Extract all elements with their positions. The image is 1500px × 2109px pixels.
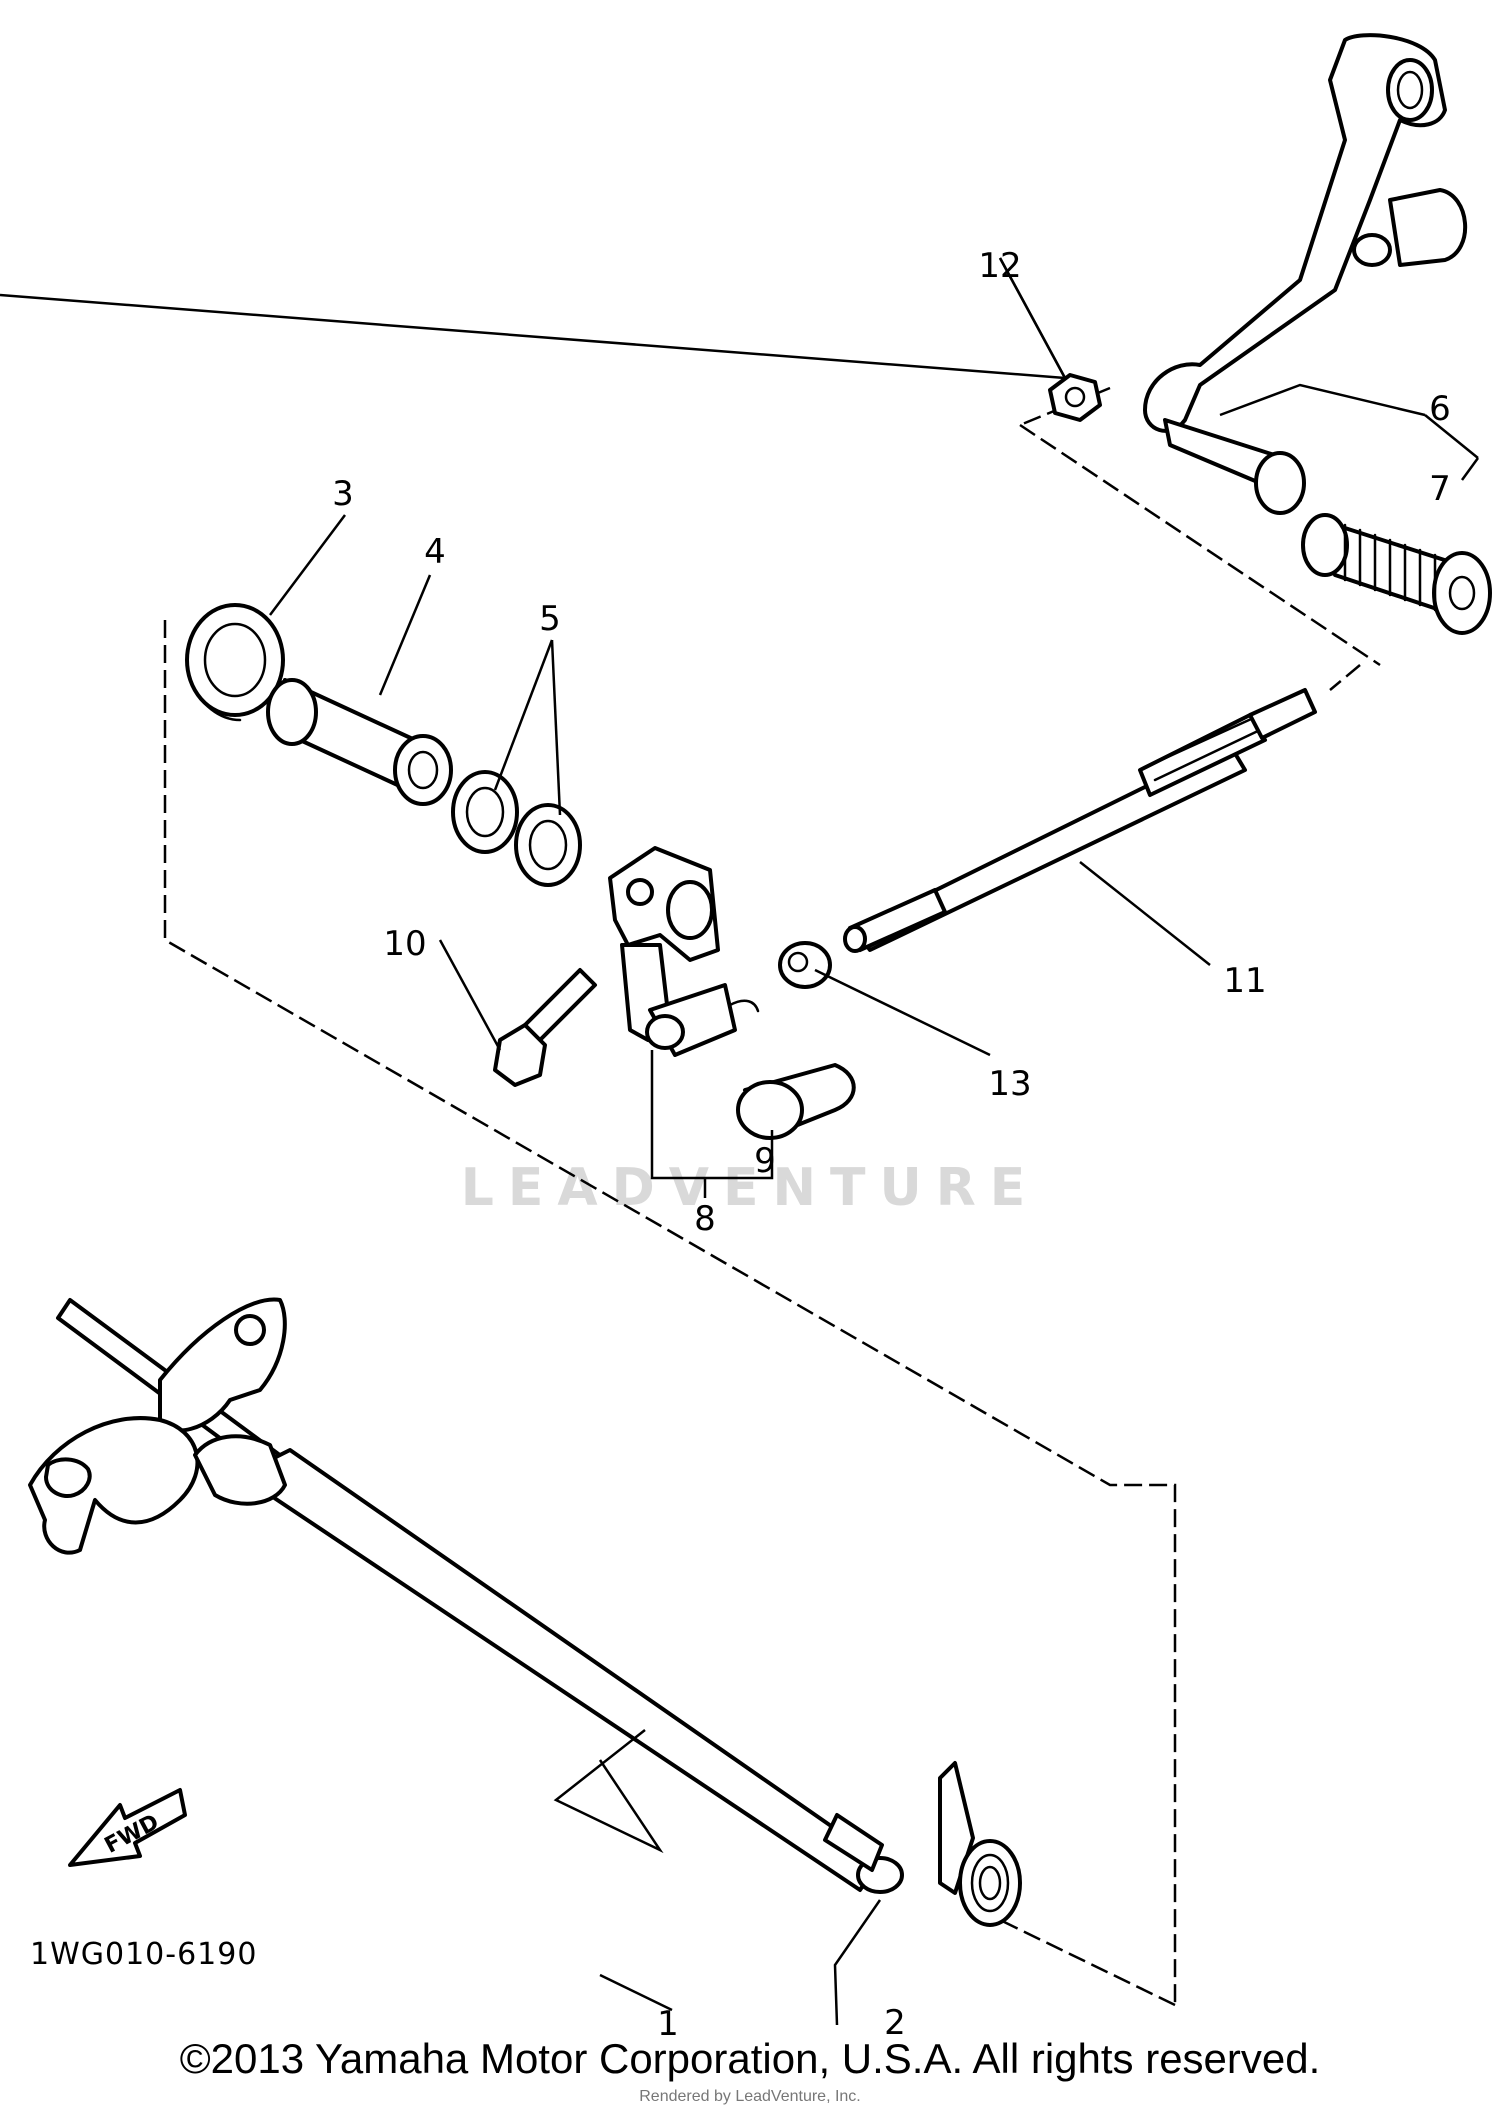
fwd-arrow-icon: FWD [68, 1788, 187, 1867]
bearing-pair-part [451, 770, 582, 887]
watermark-text: LEADVENTURE [461, 1158, 1040, 1218]
rod-nut-part [778, 941, 832, 989]
callout-13: 13 [988, 1064, 1031, 1104]
shift-pedal-part [1143, 33, 1468, 515]
callout-8: 8 [694, 1199, 716, 1239]
shift-shaft-part [28, 1297, 904, 1894]
callout-3: 3 [332, 474, 354, 514]
assembly-outline [163, 386, 1381, 2007]
callout-9: 9 [754, 1141, 776, 1181]
callout-10: 10 [383, 924, 426, 964]
return-spring-part [938, 1761, 1022, 1927]
callout-5: 5 [539, 599, 561, 639]
pedal-nut-part [1048, 373, 1102, 422]
collar-part [266, 678, 453, 806]
shift-arm-assembly-part [608, 846, 856, 1140]
shift-rod-part [843, 688, 1317, 953]
bolt-part [493, 968, 597, 1087]
copyright-notice: ©2013 Yamaha Motor Corporation, U.S.A. A… [179, 2035, 1321, 2082]
leader-lines [0, 257, 1480, 2026]
callout-6: 6 [1429, 389, 1451, 429]
rendered-by-note: Rendered by LeadVenture, Inc. [639, 2088, 861, 2105]
callout-11: 11 [1223, 961, 1266, 1001]
callout-1: 1 [657, 2004, 679, 2044]
callout-7: 7 [1429, 469, 1451, 509]
pedal-rubber-part [1301, 513, 1492, 635]
callout-labels: 1 2 3 4 5 6 7 8 9 10 11 12 13 [332, 246, 1451, 2044]
callout-12: 12 [978, 246, 1021, 286]
callout-2: 2 [884, 2003, 906, 2043]
diagram-code: 1WG010-6190 [30, 1937, 258, 1972]
oil-seal-part [185, 603, 285, 722]
callout-4: 4 [424, 532, 446, 572]
